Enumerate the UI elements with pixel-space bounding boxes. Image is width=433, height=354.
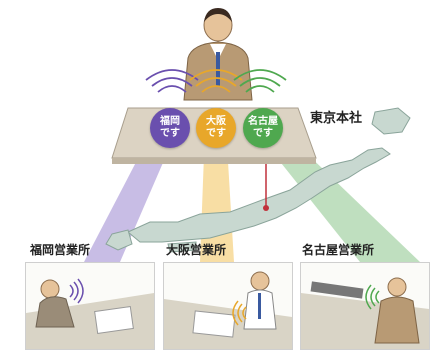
office-scene-fukuoka xyxy=(26,278,154,349)
office-scene-osaka xyxy=(164,271,292,349)
voice-bubble-fukuoka: 福岡 です xyxy=(150,108,190,148)
voice-bubble-nagoya: 名古屋 です xyxy=(243,108,283,148)
office-label-nagoya: 名古屋営業所 xyxy=(302,243,375,257)
japan-map xyxy=(127,147,391,243)
hq-label: 東京本社 xyxy=(310,111,363,126)
voice-bubble-fukuoka-line1: 福岡 xyxy=(160,116,180,127)
office-scene-nagoya xyxy=(301,277,429,349)
hq-person-hair xyxy=(204,8,232,22)
voice-bubble-osaka-line1: 大阪 xyxy=(206,116,226,127)
office-label-fukuoka: 福岡営業所 xyxy=(30,243,91,257)
voice-bubble-nagoya-line2: です xyxy=(253,128,273,139)
office-panel-nagoya xyxy=(300,262,430,350)
voice-bubble-fukuoka-line2: です xyxy=(160,128,180,139)
kyushu xyxy=(105,229,133,251)
hq-person-tie xyxy=(216,52,220,86)
office-label-osaka: 大阪営業所 xyxy=(166,243,227,257)
tokyo-marker xyxy=(263,205,269,211)
office-panel-fukuoka xyxy=(25,262,155,350)
voice-bubble-nagoya-line1: 名古屋 xyxy=(248,116,278,127)
voice-bubble-osaka: 大阪 です xyxy=(196,108,236,148)
office-panel-osaka xyxy=(163,262,293,350)
sound-waves-nagoya xyxy=(233,69,287,93)
hokkaido xyxy=(371,107,411,135)
hq-desk-edge xyxy=(112,158,316,164)
voice-bubble-osaka-line2: です xyxy=(206,128,226,139)
shikoku xyxy=(167,241,197,253)
